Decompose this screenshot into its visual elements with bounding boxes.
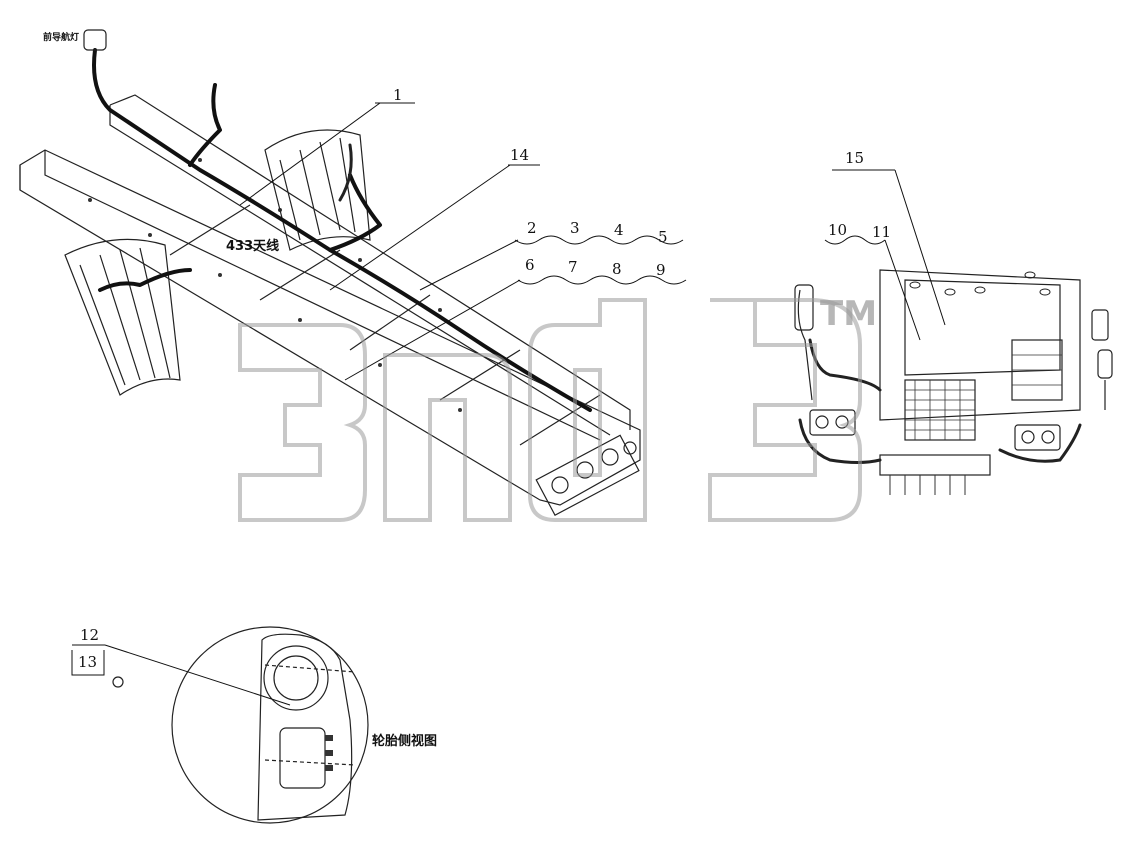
callout-14: 14 <box>510 146 529 164</box>
callout-3: 3 <box>570 219 580 237</box>
cab-callouts: 15 10 11 <box>824 149 946 341</box>
nav-light-connector: 前导航灯 <box>43 29 107 51</box>
callout-11: 11 <box>872 223 891 241</box>
chassis-callouts: 1 14 2 3 4 5 6 7 8 9 <box>239 86 687 381</box>
front-fender-right <box>264 129 371 251</box>
tire-callouts: 12 13 <box>71 626 291 706</box>
callout-12: 12 <box>80 626 99 644</box>
connector-label: 前导航灯 <box>43 31 79 43</box>
callout-6: 6 <box>525 256 535 274</box>
cab-front-view <box>794 269 1113 495</box>
callout-10: 10 <box>828 221 847 239</box>
front-fender-left <box>64 238 181 396</box>
callout-9: 9 <box>656 261 666 279</box>
wiring-harness <box>92 48 592 412</box>
callout-13: 13 <box>78 653 97 671</box>
callout-7: 7 <box>568 258 578 276</box>
watermark-logo: TM <box>238 294 877 522</box>
callout-15: 15 <box>845 149 864 167</box>
chassis-frame <box>19 94 641 517</box>
antenna-label: 433天线 <box>226 238 279 254</box>
tire-view-label: 轮胎侧视图 <box>372 733 437 749</box>
watermark-tm: TM <box>820 294 877 334</box>
callout-8: 8 <box>612 260 622 278</box>
callout-4: 4 <box>614 221 624 239</box>
callout-1: 1 <box>393 86 403 104</box>
tire-side-view-detail: 轮胎侧视图 <box>171 626 437 824</box>
callout-2: 2 <box>527 219 537 237</box>
callout-5: 5 <box>658 228 668 246</box>
